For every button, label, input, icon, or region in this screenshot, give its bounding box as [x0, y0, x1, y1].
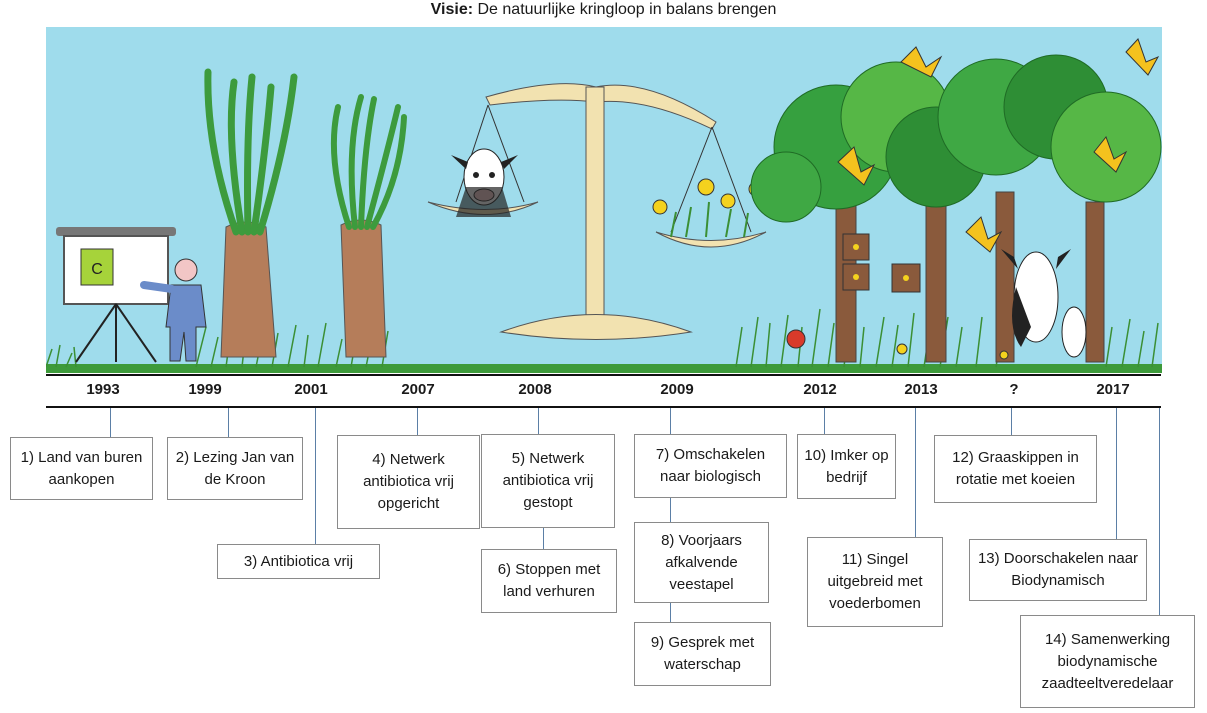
event-box-6: 6) Stoppen met land verhuren — [481, 549, 617, 613]
timeline-bottom-line — [46, 406, 1161, 408]
title-text: De natuurlijke kringloop in balans breng… — [473, 1, 777, 18]
event-box-8: 8) Voorjaars afkalvende veestapel — [634, 522, 769, 603]
cows-in-forest — [1001, 249, 1087, 358]
beehives — [842, 233, 921, 293]
event-box-3: 3) Antibiotica vrij — [217, 544, 380, 579]
willow-tree-1 — [204, 68, 298, 358]
connector-line — [824, 408, 825, 434]
connector-line — [315, 408, 316, 544]
presenter-person — [140, 258, 207, 362]
connector-line — [228, 408, 229, 437]
connector-line — [417, 408, 418, 435]
year-label: 2007 — [401, 381, 435, 398]
event-box-2: 2) Lezing Jan van de Kroon — [167, 437, 303, 500]
event-box-12: 12) Graaskippen in rotatie met koeien — [934, 435, 1097, 503]
year-label: 2013 — [904, 381, 938, 398]
connector-line — [915, 408, 916, 537]
board-letter: C — [91, 261, 103, 278]
connector-line — [538, 408, 539, 434]
year-label: 2009 — [660, 381, 694, 398]
event-box-9: 9) Gesprek met waterschap — [634, 622, 771, 686]
willow-tree-2 — [330, 94, 407, 358]
connector-line — [110, 408, 111, 437]
event-box-7: 7) Omschakelen naar biologisch — [634, 434, 787, 498]
year-label: 2001 — [294, 381, 328, 398]
presentation-board: C — [56, 227, 176, 363]
year-label: 2012 — [803, 381, 837, 398]
connector-line — [543, 528, 544, 549]
ground — [46, 364, 1162, 373]
connector-line — [670, 603, 671, 622]
connector-line — [670, 408, 671, 434]
event-box-1: 1) Land van buren aankopen — [10, 437, 153, 500]
cow-on-scale — [451, 148, 518, 217]
year-label: 2017 — [1096, 381, 1130, 398]
year-label: ? — [1009, 381, 1019, 398]
event-box-14: 14) Samenwerking biodynamische zaadteelt… — [1020, 615, 1195, 708]
year-label: 1993 — [86, 381, 120, 398]
event-box-5: 5) Netwerk antibiotica vrij gestopt — [481, 434, 615, 528]
connector-line — [1159, 408, 1160, 615]
event-box-13: 13) Doorschakelen naar Biodynamisch — [969, 539, 1147, 601]
diagram-title: Visie: De natuurlijke kringloop in balan… — [0, 0, 1207, 20]
birds — [837, 38, 1160, 253]
year-label: 2008 — [518, 381, 552, 398]
title-bold: Visie: — [430, 1, 474, 18]
scene-illustration: C — [46, 27, 1162, 373]
connector-line — [1011, 408, 1012, 435]
event-box-10: 10) Imker op bedrijf — [797, 434, 896, 499]
year-label: 1999 — [188, 381, 222, 398]
meadow-flowers — [786, 329, 1009, 360]
timeline-top-line — [46, 374, 1161, 376]
connector-line — [1116, 408, 1117, 539]
connector-line — [670, 498, 671, 522]
event-box-4: 4) Netwerk antibiotica vrij opgericht — [337, 435, 480, 529]
event-box-11: 11) Singel uitgebreid met voederbomen — [807, 537, 943, 627]
